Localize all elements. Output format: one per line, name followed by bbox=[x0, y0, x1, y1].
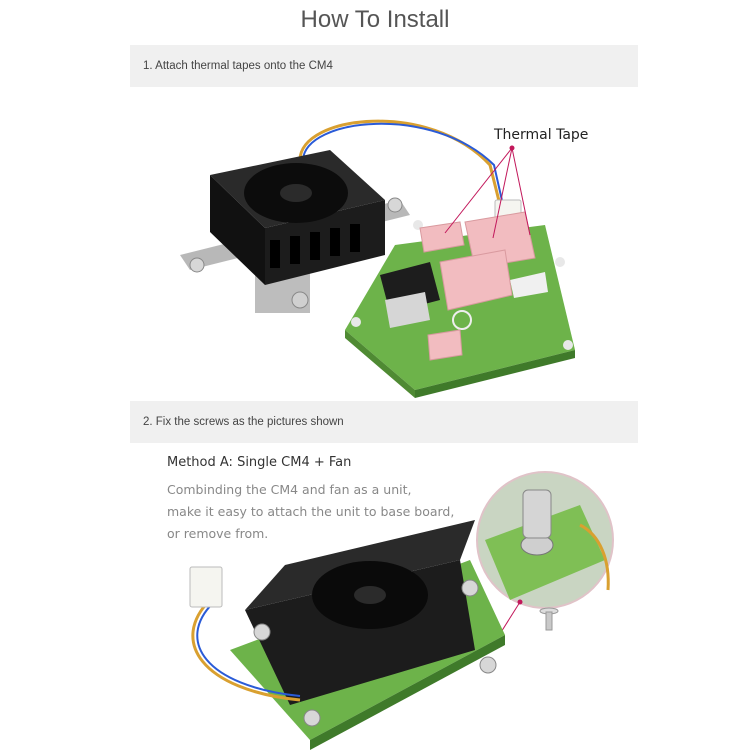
method-a-desc-line-1: Combinding the CM4 and fan as a unit, bbox=[167, 482, 412, 497]
zoom-standoff bbox=[522, 489, 552, 539]
assembled-fan-cable bbox=[191, 598, 301, 702]
thermal-tape-small bbox=[419, 221, 465, 253]
raspberry-logo bbox=[452, 310, 472, 330]
step-1-label: 1. Attach thermal tapes onto the CM4 bbox=[143, 60, 333, 72]
method-a-desc-line-3: or remove from. bbox=[167, 526, 269, 541]
callout-line-2 bbox=[492, 147, 513, 239]
assembled-fan-connector bbox=[189, 566, 223, 608]
thermal-tape-callout: Thermal Tape bbox=[494, 127, 589, 143]
callout-line-3 bbox=[511, 147, 531, 236]
fan-cable bbox=[298, 119, 502, 206]
thermal-tape-bottom bbox=[427, 329, 463, 361]
method-a-heading: Method A: Single CM4 + Fan bbox=[167, 455, 352, 470]
step-2-bar: 2. Fix the screws as the pictures shown bbox=[130, 401, 638, 443]
step-1-bar: 1. Attach thermal tapes onto the CM4 bbox=[130, 45, 638, 87]
thermal-tape-large bbox=[439, 249, 513, 311]
step-2-label: 2. Fix the screws as the pictures shown bbox=[143, 416, 344, 428]
method-a-desc-line-2: make it easy to attach the unit to base … bbox=[167, 504, 455, 519]
callout-line-1 bbox=[444, 147, 513, 234]
wifi-module bbox=[385, 292, 430, 328]
page-title: How To Install bbox=[300, 6, 450, 33]
